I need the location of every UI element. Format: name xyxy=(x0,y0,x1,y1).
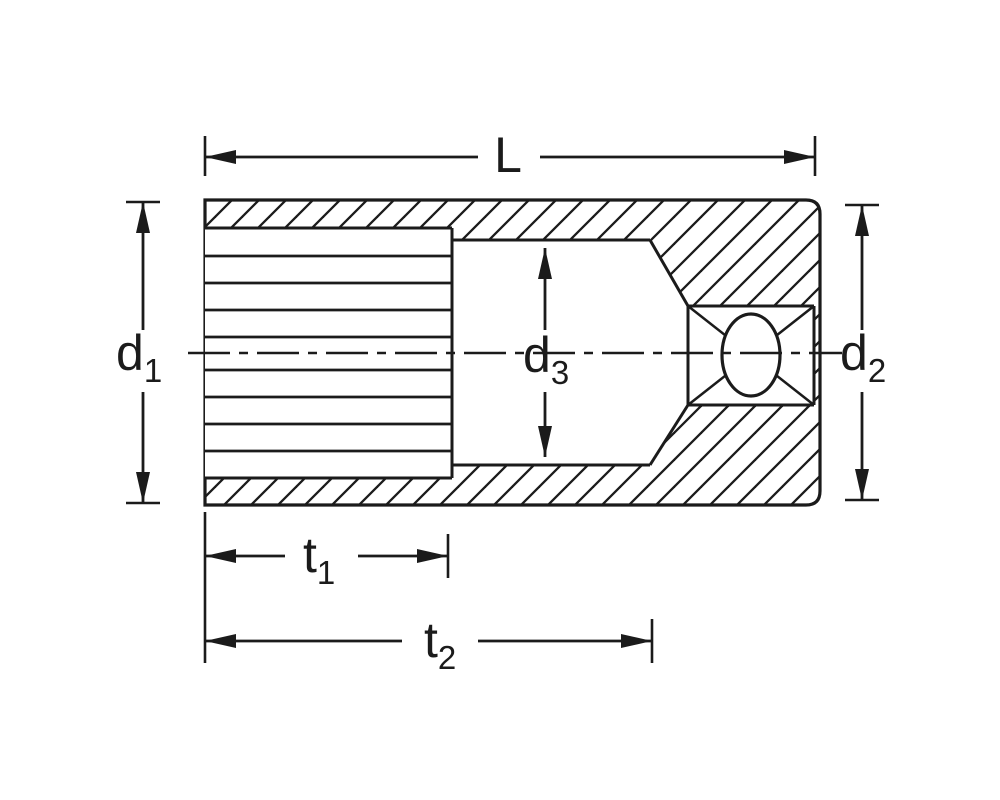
dimension-d2: d2 xyxy=(840,203,886,502)
arrowhead-down-icon xyxy=(538,426,552,457)
taper-region xyxy=(650,240,688,465)
dimension-d3-label: d3 xyxy=(523,327,569,391)
taper-lines xyxy=(648,239,690,466)
arrowhead-left-icon xyxy=(205,549,236,563)
dimension-d3: d3 xyxy=(523,248,569,457)
arrowhead-left-icon xyxy=(205,150,236,164)
arrowhead-right-icon xyxy=(621,634,652,648)
arrowhead-up-icon xyxy=(136,202,150,233)
spline-lines xyxy=(205,226,454,480)
arrowhead-down-icon xyxy=(136,472,150,503)
arrowhead-up-icon xyxy=(538,248,552,279)
dimension-t1-label: t1 xyxy=(303,527,335,591)
dimension-d1: d1 xyxy=(116,200,162,505)
dimension-d1-label: d1 xyxy=(116,325,162,389)
dimension-d2-label: d2 xyxy=(840,325,886,389)
arrowhead-right-icon xyxy=(417,549,448,563)
arrowhead-left-icon xyxy=(205,634,236,648)
arrowhead-up-icon xyxy=(855,205,869,236)
bore-lines xyxy=(452,238,650,467)
dimension-L: L xyxy=(203,127,817,183)
dimension-t2: t2 xyxy=(205,612,654,676)
arrowhead-right-icon xyxy=(784,150,815,164)
pin-hole-ellipse xyxy=(720,312,782,398)
dimension-L-label: L xyxy=(494,127,522,183)
dimension-t1: t1 xyxy=(203,512,450,663)
arrowhead-down-icon xyxy=(855,469,869,500)
dimension-t2-label: t2 xyxy=(424,612,456,676)
